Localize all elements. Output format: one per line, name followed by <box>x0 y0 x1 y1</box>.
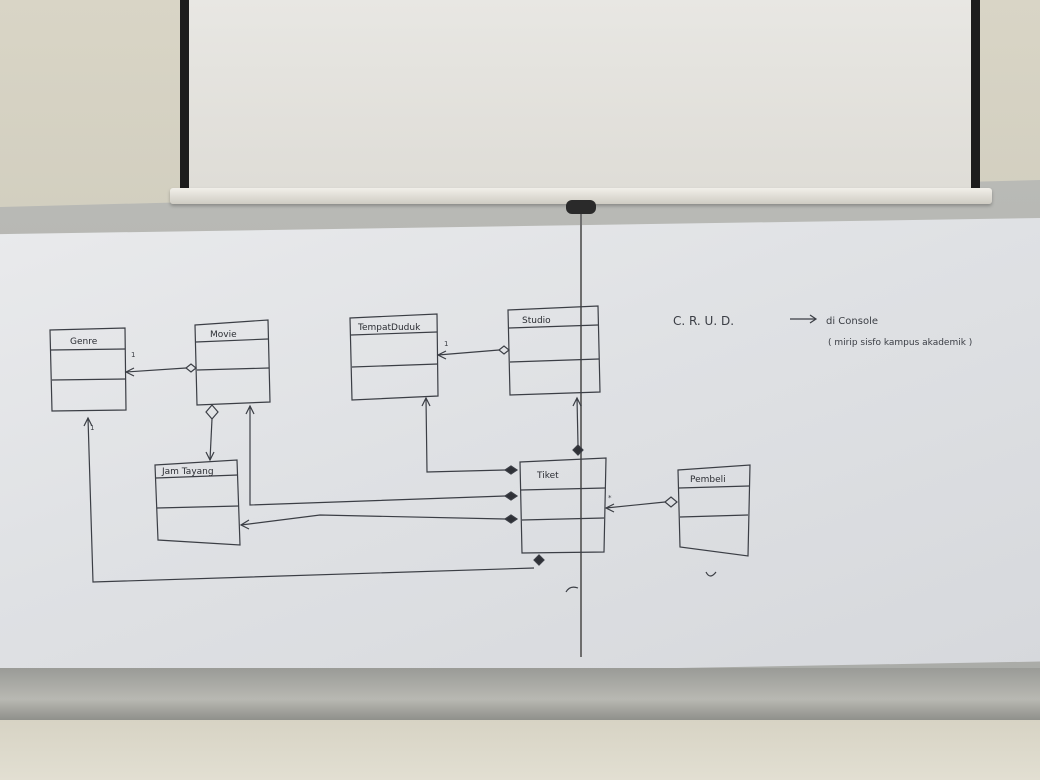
mult-tempat-duduk: 1 <box>444 340 448 348</box>
class-box-genre: Genre <box>49 327 127 412</box>
class-name-tiket: Tiket <box>536 471 559 481</box>
class-box-tempat-duduk: TempatDuduk <box>349 313 439 401</box>
class-name-studio: Studio <box>522 316 551 326</box>
mult-genre: 1 <box>131 351 135 359</box>
class-name-jam-tayang: Jam Tayang <box>161 467 214 477</box>
class-box-movie: Movie <box>194 319 271 406</box>
projector-screen-housing <box>170 188 992 204</box>
relation-pembeli-tiket: * <box>604 494 678 513</box>
class-name-tempat-duduk: TempatDuduk <box>357 323 421 333</box>
relation-studio-tempatduduk: 1 <box>436 340 510 360</box>
relation-tiket-jamtayang <box>239 514 519 530</box>
mult-genre-tiket: 1 <box>90 424 94 432</box>
class-box-jam-tayang: Jam Tayang <box>154 459 241 546</box>
relation-movie-jamtayang <box>205 404 219 462</box>
class-box-tiket: Tiket <box>519 457 607 554</box>
class-box-pembeli: Pembeli <box>677 464 751 557</box>
relation-tiket-movie <box>245 404 519 506</box>
scribble-mark <box>565 586 579 593</box>
relation-movie-genre: 1 <box>124 351 197 377</box>
floor <box>0 715 1040 780</box>
mult-tiket-many: * <box>608 494 612 502</box>
class-name-genre: Genre <box>70 337 98 347</box>
relation-tiket-tempatduduk <box>421 396 519 475</box>
class-name-pembeli: Pembeli <box>690 475 726 485</box>
whiteboard-tray <box>0 668 1040 720</box>
crud-text: C. R. U. D. <box>673 314 734 328</box>
whiteboard <box>0 218 1040 680</box>
pull-cord <box>580 212 582 657</box>
relation-tiket-studio <box>572 396 584 456</box>
relation-tiket-genre: 1 <box>83 416 545 583</box>
projector-screen <box>180 0 980 200</box>
pull-handle <box>566 200 596 214</box>
console-text: di Console <box>826 316 878 327</box>
crud-note: C. R. U. D. di Console ( mirip sisfo kam… <box>673 314 972 348</box>
class-name-movie: Movie <box>210 330 237 340</box>
sub-note: ( mirip sisfo kampus akademik ) <box>828 338 972 348</box>
class-box-studio: Studio <box>507 305 601 396</box>
check-mark <box>705 571 717 577</box>
